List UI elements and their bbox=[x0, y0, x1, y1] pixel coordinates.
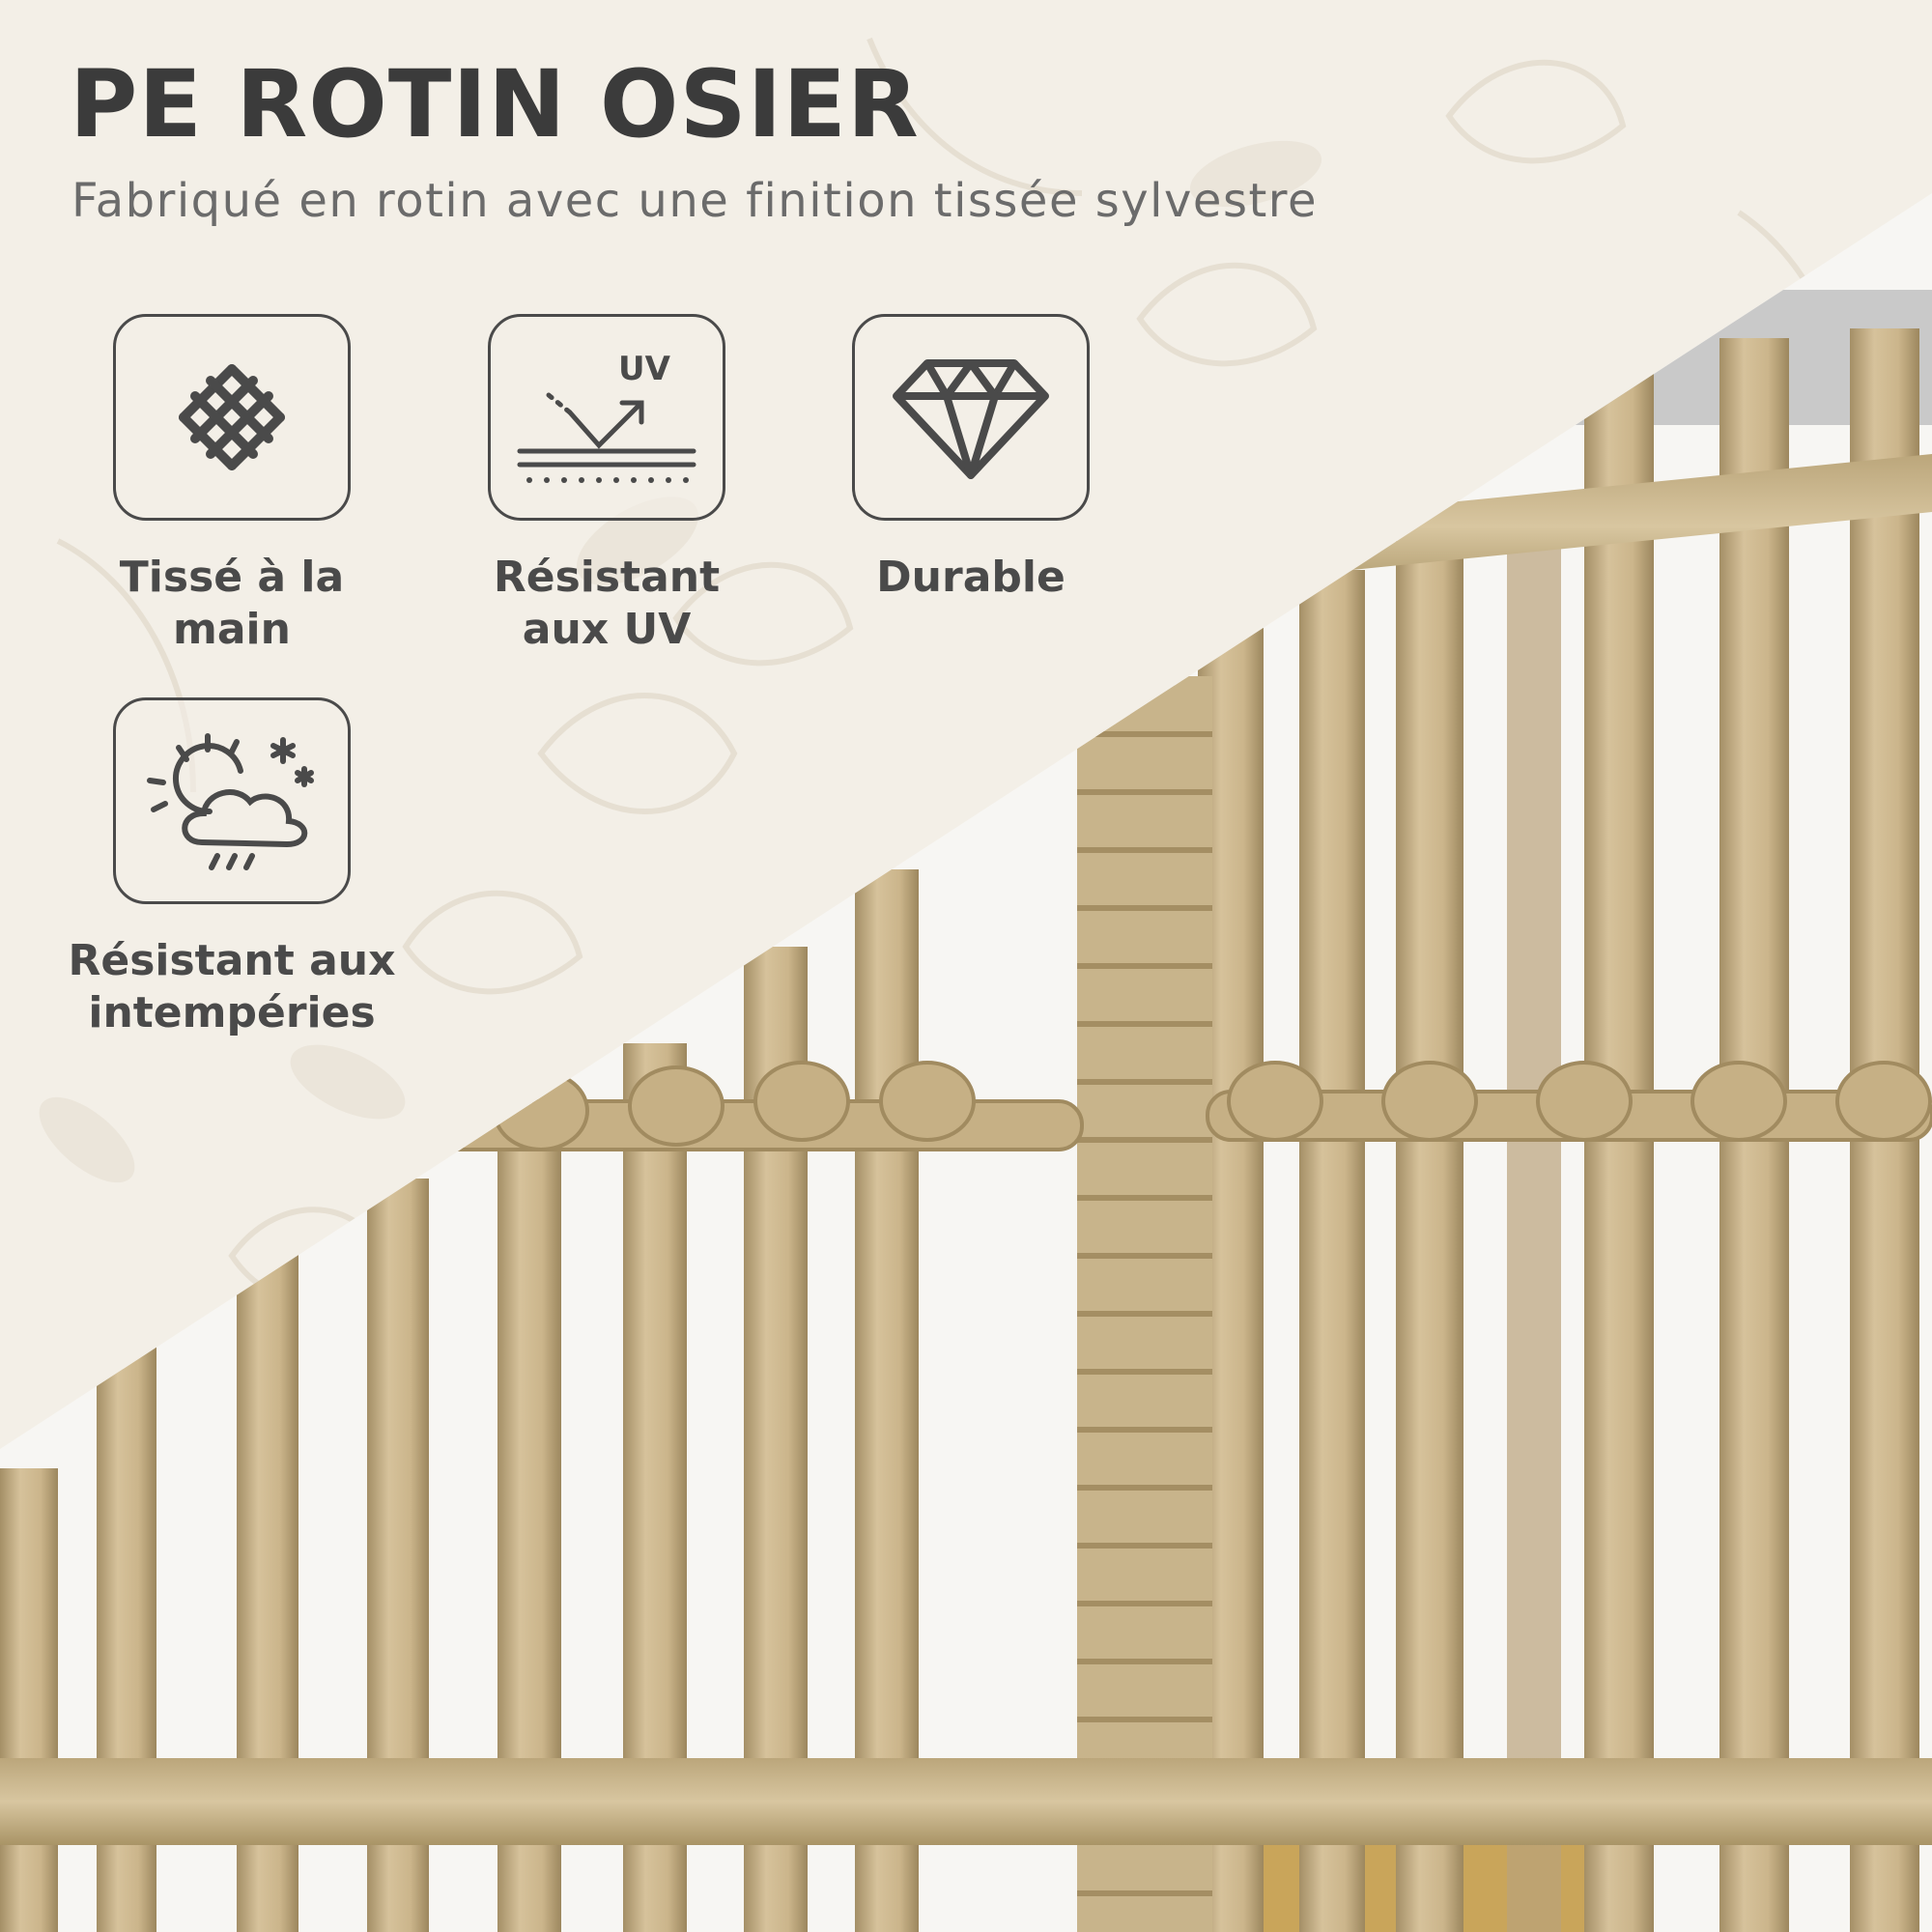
feature-label: Résistant aux intempéries bbox=[68, 936, 396, 1037]
weave-icon bbox=[179, 364, 285, 470]
feature-label: Durable bbox=[876, 553, 1065, 602]
feature-icon-box bbox=[113, 314, 351, 521]
feature-weather-resistant: Résistant aux intempéries bbox=[58, 697, 406, 1039]
feature-label: Tissé à la main bbox=[119, 553, 345, 654]
feature-icon-box bbox=[852, 314, 1090, 521]
feature-uv-resistant: UV Résistant aux UV bbox=[433, 314, 781, 656]
feature-durable: Durable bbox=[797, 314, 1145, 604]
diamond-icon bbox=[893, 359, 1049, 479]
page-subtitle: Fabriqué en rotin avec une finition tiss… bbox=[71, 174, 1318, 228]
feature-hand-woven: Tissé à la main bbox=[58, 314, 406, 656]
weather-icon bbox=[147, 733, 314, 870]
feature-icon-box: UV bbox=[488, 314, 725, 521]
uv-icon: UV bbox=[517, 350, 696, 483]
feature-label: Résistant aux UV bbox=[493, 553, 721, 654]
feature-icon-box bbox=[113, 697, 351, 904]
uv-icon-text: UV bbox=[618, 350, 671, 388]
page-title: PE ROTIN OSIER bbox=[70, 50, 920, 158]
